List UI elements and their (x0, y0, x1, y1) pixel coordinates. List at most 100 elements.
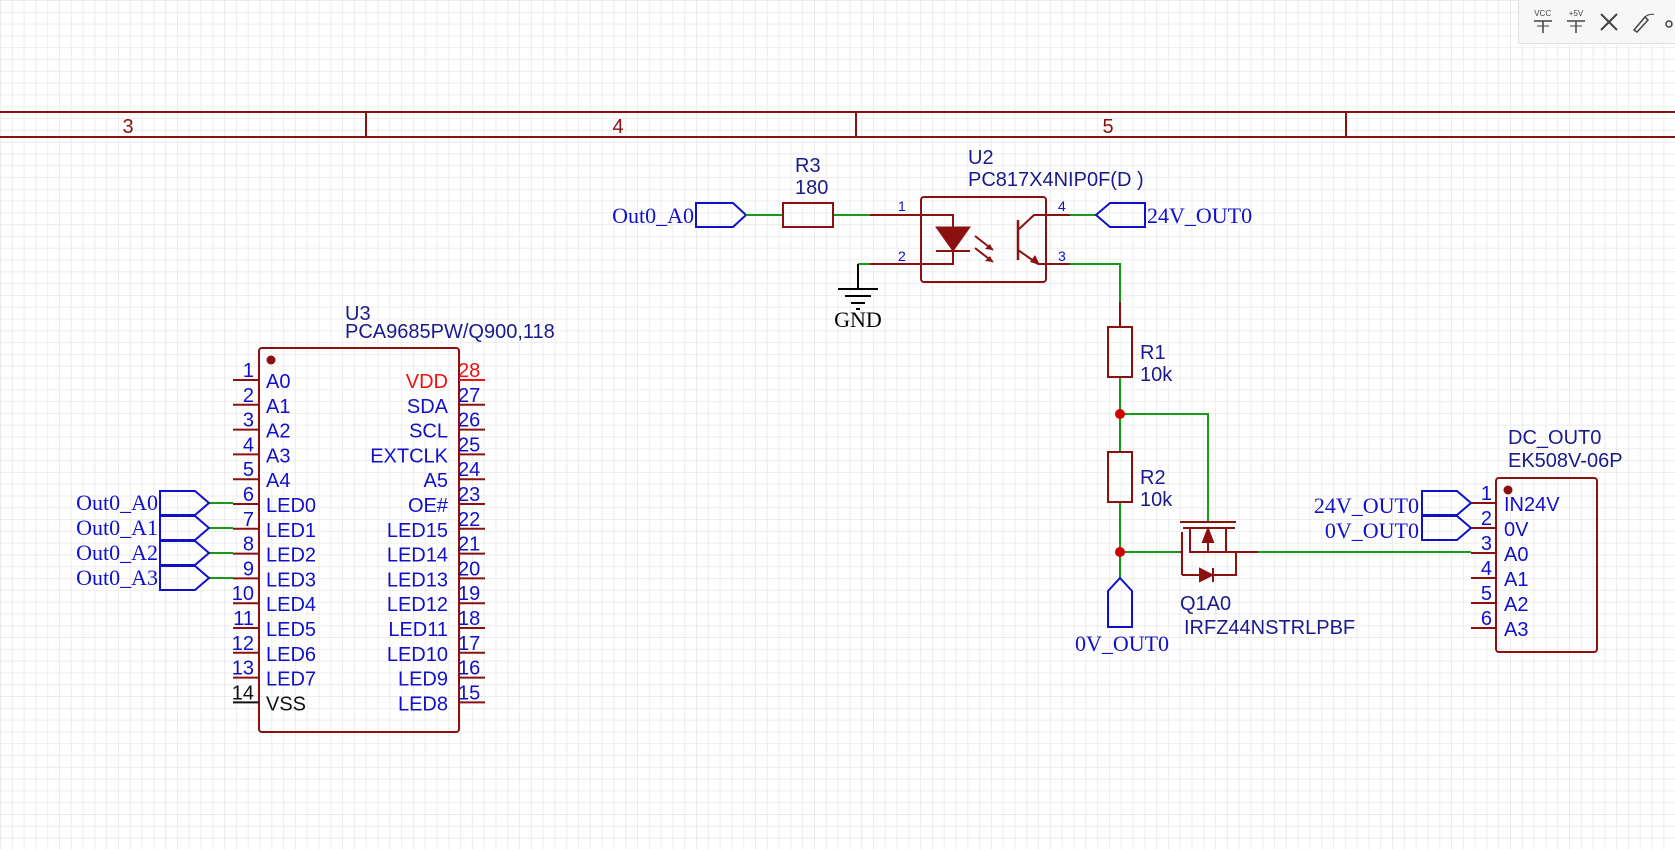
u3-pin-number: 6 (243, 484, 254, 506)
u2-pin-1: 1 (898, 198, 906, 214)
u2-pin-4: 4 (1058, 198, 1066, 214)
q1-designator: Q1A0 (1180, 593, 1231, 615)
u3-pin-name: LED12 (387, 594, 448, 616)
no-connect-button[interactable] (1596, 7, 1623, 37)
net-flag-out0-a1-left[interactable] (159, 515, 211, 541)
net-label-out0-a0-top: Out0_A0 (612, 203, 694, 228)
dc-out0-pin-name: 0V (1504, 519, 1529, 541)
q1-component[interactable] (1180, 521, 1258, 583)
u2-part-number: PC817X4NIP0F(D ) (968, 169, 1144, 191)
u3-pin-name: LED4 (266, 594, 316, 616)
no-connect-icon (1600, 12, 1618, 31)
u3-pin-name: A0 (266, 371, 290, 393)
u3-pin-number: 25 (458, 434, 480, 456)
u3-pin-number: 22 (458, 509, 480, 531)
dc-out0-pin-number: 3 (1481, 533, 1492, 555)
dc-out0-pin1-marker (1503, 485, 1513, 495)
gnd-symbol[interactable] (838, 264, 878, 310)
dc-out0-pin-number: 6 (1481, 608, 1492, 630)
u3-pin-number: 8 (243, 534, 254, 556)
u3-pin-name: A1 (266, 396, 290, 418)
u3-pin-number: 4 (243, 434, 254, 456)
frame-border (0, 111, 1675, 138)
u3-pin-number: 17 (458, 633, 480, 655)
u3-pin-name: LED5 (266, 619, 316, 641)
net-flag-out0-a3-left[interactable] (159, 565, 211, 591)
u3-pin-name: A3 (266, 445, 290, 467)
r1-component[interactable]: R1 10k (1107, 302, 1173, 386)
u2-component[interactable]: 1 2 3 4 U2 PC817X4NIP0F(D ) (870, 147, 1144, 283)
net-flag-out0-a2-left[interactable] (159, 540, 211, 566)
u3-pin-name: LED3 (266, 569, 316, 591)
net-flag-24v-out0-right[interactable] (1421, 490, 1473, 516)
r2-designator: R2 (1140, 467, 1166, 489)
dc-out0-pin-name: A2 (1504, 594, 1528, 616)
r1-value: 10k (1140, 364, 1173, 386)
u3-right-pins: 28VDD27SDA26SCL25EXTCLK24A523OE#22LED152… (370, 360, 485, 715)
u3-pin-name: LED6 (266, 644, 316, 666)
net-flag-0v-out0-right[interactable] (1421, 515, 1473, 541)
symbol-toolbar: VCC +5V (1518, 0, 1675, 44)
net-flag-24v-out0-top[interactable] (1094, 202, 1146, 228)
u3-pin-name: VSS (266, 693, 306, 715)
junction-button[interactable] (1662, 7, 1675, 37)
r2-component[interactable]: R2 10k (1107, 451, 1173, 511)
u3-pin-name: LED13 (387, 569, 448, 591)
u3-pin-number: 15 (458, 682, 480, 704)
r3-designator: R3 (795, 155, 821, 177)
u3-pin-number: 9 (243, 558, 254, 580)
r2-value: 10k (1140, 489, 1173, 511)
u3-pin-number: 2 (243, 385, 254, 407)
net-flag-out0-a0-top[interactable] (695, 202, 748, 228)
wire-button[interactable] (1629, 7, 1656, 37)
net-label-24v-out0-top: 24V_OUT0 (1147, 203, 1252, 228)
u3-net-label-flags[interactable] (159, 490, 211, 591)
r3-component[interactable]: R3 180 (782, 155, 834, 228)
plus5v-power-button[interactable]: +5V (1562, 7, 1589, 37)
dc-out0-pin-number: 4 (1481, 558, 1492, 580)
dc-out0-pin-number: 1 (1481, 483, 1492, 505)
junction-icon (1664, 19, 1673, 28)
plus5v-power-icon (1566, 19, 1585, 33)
u3-pin-name: A5 (424, 470, 448, 492)
u3-pin-number: 10 (232, 583, 254, 605)
u2-pin-2: 2 (898, 248, 906, 264)
u3-pin-number: 23 (458, 484, 480, 506)
net-label-24v-out0-right: 24V_OUT0 (1314, 493, 1419, 518)
u3-pin-name: LED14 (387, 545, 448, 567)
u3-pin-number: 3 (243, 410, 254, 432)
u3-designator: U3 (345, 303, 371, 325)
net-label-0v-out0-right: 0V_OUT0 (1325, 518, 1419, 543)
vcc-power-button[interactable]: VCC (1529, 7, 1556, 37)
u3-pin-number: 19 (458, 583, 480, 605)
u3-pin-number: 28 (458, 360, 480, 382)
dc-out0-pin-name: A0 (1504, 544, 1528, 566)
net-label-out0-a0-left: Out0_A0 (76, 490, 158, 515)
q1-part-number: IRFZ44NSTRLPBF (1184, 617, 1355, 639)
dc-out0-pin-name: IN24V (1504, 494, 1560, 516)
u3-pin-name: A4 (266, 470, 290, 492)
u3-pin-number: 11 (233, 608, 254, 630)
u3-pin-name: LED11 (388, 619, 448, 641)
u3-pin-number: 5 (243, 459, 254, 481)
u3-pin-number: 12 (232, 633, 254, 655)
u3-pin-number: 21 (458, 534, 480, 556)
u3-pin-number: 20 (458, 558, 480, 580)
u3-pin-name: A2 (266, 421, 290, 443)
u3-pin-number: 13 (232, 658, 254, 680)
dc-out0-pin-name: A3 (1504, 619, 1528, 641)
frame-column-3: 3 (122, 116, 133, 138)
u3-led-wires (209, 502, 233, 579)
u3-pin-name: VDD (406, 371, 448, 393)
u3-pin-name: LED2 (266, 545, 316, 567)
junction-dot (1115, 409, 1125, 419)
net-flag-out0-a0-left[interactable] (159, 490, 211, 516)
u3-pin-number: 16 (458, 658, 480, 680)
dc-out0-pin-number: 2 (1481, 508, 1492, 530)
net-flag-0v-out0-bottom[interactable] (1107, 576, 1133, 628)
